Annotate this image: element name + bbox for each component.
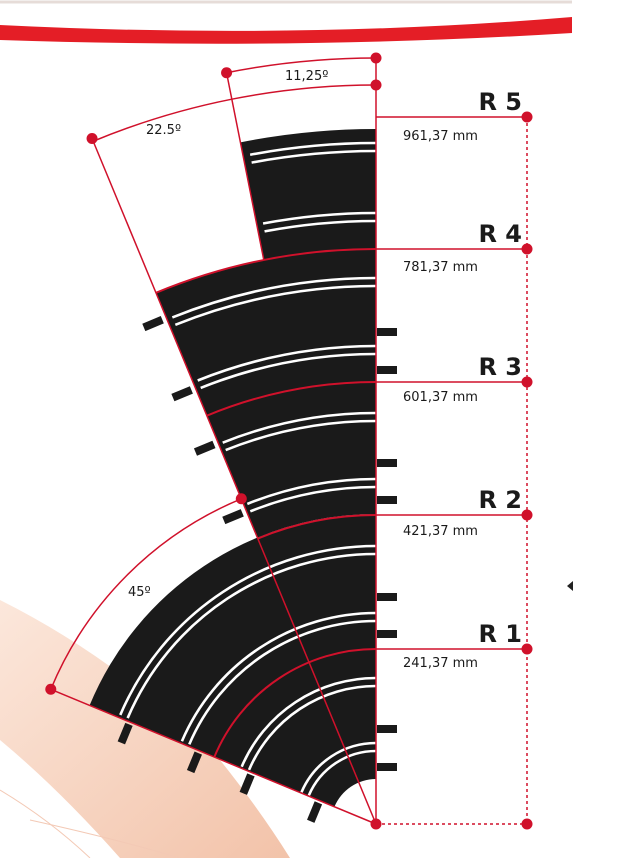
angle-arc-11-25 [226,57,377,74]
lane-stripe [240,676,377,768]
lane-stripe [126,552,377,719]
connector-tab [307,801,323,823]
track-piece [89,514,376,807]
radius-arc-r2 [257,514,377,540]
radius-arc-r3 [206,381,377,417]
connector-tab [377,366,397,374]
lane-stripe [249,141,377,157]
connector-tab [186,751,202,774]
connector-tab [142,316,164,332]
radius-value-r3: 601,37 mm [403,390,478,405]
angle-label-11-25: 11,25º [285,69,328,84]
dimension-dot [45,683,57,695]
header-red-band [0,17,572,44]
lane-stripe [246,477,377,506]
lane-stripe [197,344,377,382]
radius-label-r1: R 1 [478,620,522,648]
radius-value-r1: 241,37 mm [403,656,478,671]
connector-tab [377,593,397,601]
radius-label-r5: R 5 [478,88,522,116]
track-piece [155,249,376,538]
connector-tab [377,630,397,638]
lane-stripe [119,544,377,716]
connector-tab [377,763,397,771]
radius-value-r5: 961,37 mm [403,129,478,144]
lane-stripe [262,211,377,225]
lane-stripe [300,741,377,793]
lane-stripe [307,749,377,796]
connector-tab [377,496,397,504]
angle-label-45: 45º [128,585,151,600]
connector-tab [171,386,193,402]
dimension-dot [86,132,98,144]
radius-value-r4: 781,37 mm [403,260,478,275]
lane-stripe [247,684,377,771]
radius-dot-r1 [521,643,533,655]
connector-tab [117,722,133,745]
connector-tab [239,773,255,795]
radius-arc-r4 [155,248,377,294]
lane-stripe [222,411,377,444]
radius-value-r2: 421,37 mm [403,524,478,539]
corner-dot [521,818,533,830]
radius-label-r2: R 2 [478,486,522,514]
angle-arc-45 [50,498,242,690]
dimension-dot [235,493,247,505]
dimension-lines [45,52,533,830]
radius-arc-r1 [213,648,377,758]
connector-tab [222,509,244,525]
radial-line-11-25 [225,72,265,261]
lane-stripe [188,619,377,745]
lane-stripe [200,352,377,390]
lane-stripe [180,611,377,742]
connector-tab [193,440,216,456]
radius-label-r3: R 3 [478,353,522,381]
track-pieces [89,129,377,807]
connector-tab [377,459,397,467]
radius-label-r4: R 4 [478,220,522,248]
connector-tab [377,328,397,336]
lane-stripe [171,276,377,319]
angle-label-22-5: 22.5º [146,123,181,138]
arrow-left-icon [567,581,573,591]
lane-stripe [249,485,377,513]
connector-tab [377,725,397,733]
radial-line-22-5 [91,138,377,825]
connector-tabs [117,316,397,823]
lane-stripe [225,419,377,452]
center-dot [370,818,382,830]
dimension-dot [370,52,382,64]
lane-stripe [251,149,377,164]
track-piece [240,129,376,261]
lane-stripe [174,284,377,327]
angle-arc-22-5 [92,84,377,142]
lane-stripe [264,219,377,233]
dimension-dot [370,79,382,91]
